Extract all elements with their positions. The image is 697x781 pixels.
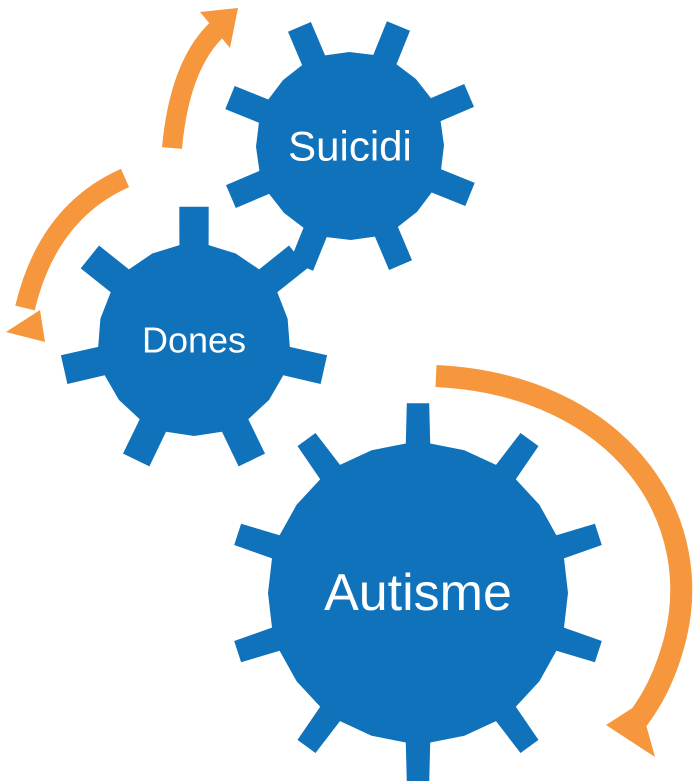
arrow-down-head-icon [606,703,655,757]
arrow-left-head-icon [6,310,45,342]
gear-dones [60,206,328,467]
gear-label-suicidi: Suicidi [288,123,412,170]
gear-suicidi [225,21,475,271]
arrow-down-icon [435,365,693,737]
gear-label-autisme: Autisme [324,564,512,622]
gear-label-dones: Dones [142,320,246,361]
arrow-up-head-icon [200,8,238,48]
arrow-left-icon [15,168,130,311]
gear-autisme [234,403,602,781]
arrows [6,8,693,757]
arrow-up-icon [162,17,229,149]
